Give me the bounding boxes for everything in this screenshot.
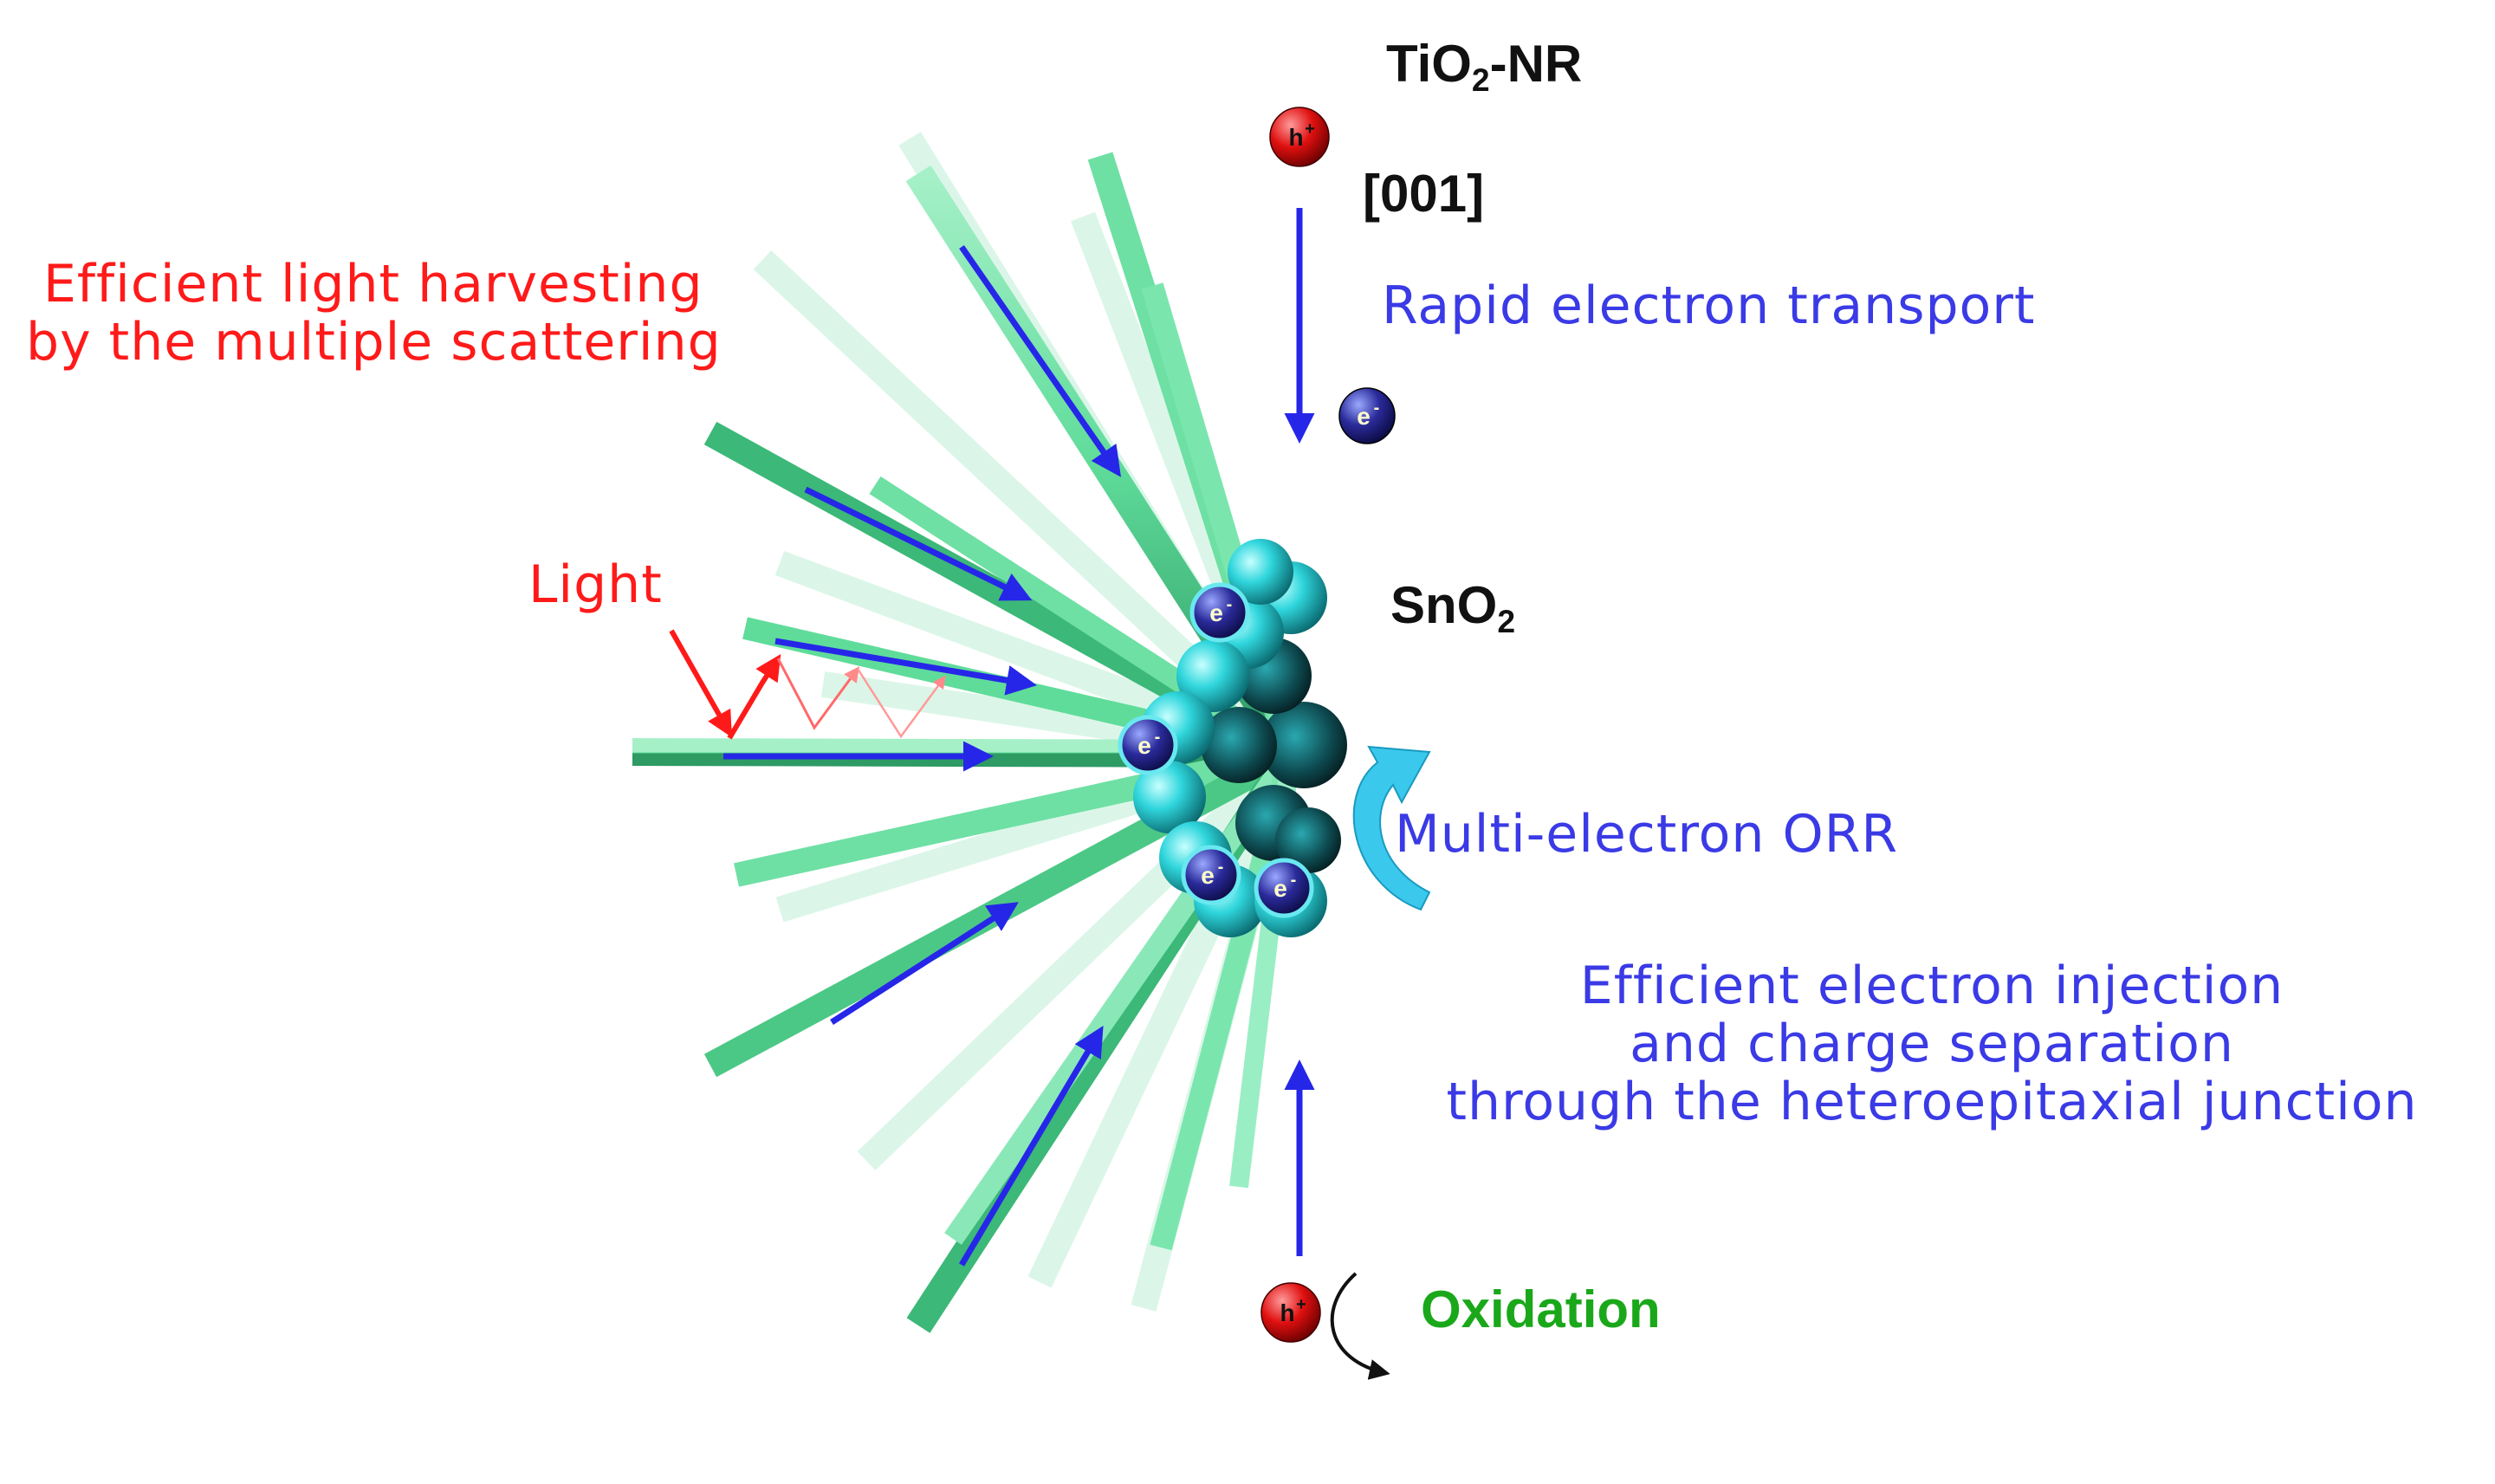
electrons: e - e - e - e - e -	[1118, 387, 1396, 918]
electron-flow-arrow	[958, 1025, 1104, 1267]
electron-flow-arrow	[774, 638, 1037, 696]
svg-text:e: e	[1209, 599, 1223, 626]
svg-text:e: e	[1201, 862, 1215, 889]
hole-icon: h +	[1269, 107, 1330, 167]
light-ray-arrow	[856, 668, 946, 739]
svg-text:h: h	[1280, 1299, 1294, 1326]
electron-flow-arrow	[959, 245, 1121, 477]
electron-icon: e -	[1254, 858, 1314, 918]
rod	[944, 748, 1299, 1245]
svg-text:-: -	[1218, 858, 1224, 877]
svg-text:-: -	[1155, 728, 1161, 747]
light-ray-arrow	[727, 653, 781, 740]
light-rays	[669, 629, 946, 740]
svg-text:-: -	[1374, 399, 1380, 418]
svg-text:e: e	[1357, 403, 1371, 430]
light-ray-arrow	[776, 658, 860, 730]
holes: h + h +	[1260, 107, 1330, 1343]
electron-icon: e -	[1118, 715, 1178, 775]
injection-label: Efficient electron injection and charge …	[1377, 956, 2486, 1133]
svg-text:+: +	[1305, 120, 1315, 139]
svg-text:+: +	[1296, 1295, 1306, 1314]
svg-text:e: e	[1273, 875, 1287, 902]
injection-line-2: and charge separation	[1630, 1014, 2234, 1075]
curved-reaction-arrow	[1330, 1272, 1390, 1380]
orr-label: Multi-electron ORR	[1395, 804, 1899, 865]
electron-flow-arrow	[830, 902, 1019, 1025]
rod	[734, 742, 1293, 887]
svg-text:e: e	[1137, 732, 1151, 759]
light-label: Light	[528, 554, 663, 615]
electron-flow-arrows	[723, 208, 1315, 1267]
sno2-cluster	[1133, 539, 1347, 937]
harvesting-line-1: Efficient light harvesting	[43, 254, 703, 314]
harvesting-line-2: by the multiple scattering	[26, 312, 722, 373]
harvesting-label: Efficient light harvesting by the multip…	[26, 254, 722, 373]
electron-icon: e -	[1189, 582, 1250, 643]
curved-reaction-arrow	[1352, 745, 1431, 911]
svg-text:-: -	[1227, 595, 1233, 614]
sno2-label: SnO2	[1390, 576, 1516, 640]
electron-flow-arrow	[804, 486, 1033, 601]
svg-text:-: -	[1291, 871, 1297, 890]
rapid-transport-label: Rapid electron transport	[1382, 275, 2036, 336]
direction-label: [001]	[1363, 165, 1485, 223]
svg-text:h: h	[1288, 124, 1303, 151]
light-ray-arrow	[669, 629, 732, 738]
electron-icon: e -	[1338, 387, 1396, 444]
tio2-nr-label: TiO2-NR	[1386, 35, 1583, 99]
injection-line-1: Efficient electron injection	[1579, 956, 2284, 1016]
oxidation-label: Oxidation	[1421, 1280, 1661, 1338]
hole-icon: h +	[1260, 1282, 1321, 1343]
electron-icon: e -	[1181, 845, 1241, 905]
injection-line-3: through the heteroepitaxial junction	[1446, 1072, 2418, 1133]
